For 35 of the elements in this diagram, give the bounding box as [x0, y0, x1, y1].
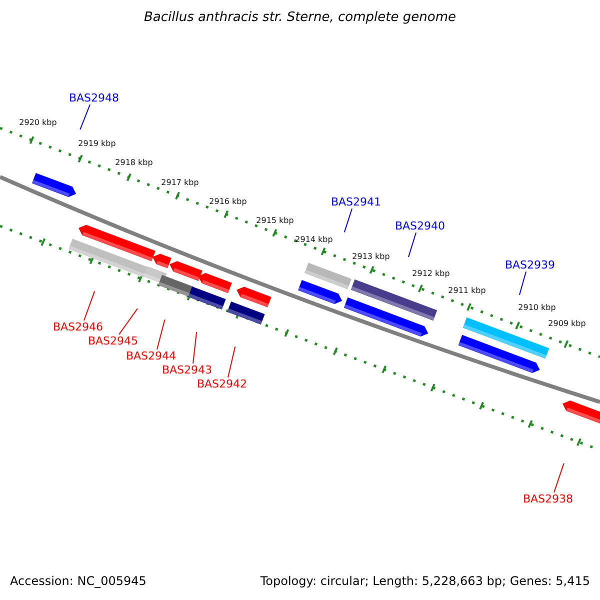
- tick-label: 2912 kbp: [412, 269, 450, 279]
- tick-label: 2917 kbp: [161, 178, 199, 188]
- tick-label: 2911 kbp: [448, 286, 486, 296]
- gene-label: BAS2941: [330, 195, 382, 209]
- tick-label: 2919 kbp: [78, 139, 116, 149]
- tick-label: 2913 kbp: [352, 252, 390, 262]
- genome-stats-text: Topology: circular; Length: 5,228,663 bp; Genes: 5,415: [260, 574, 590, 588]
- gene-label: BAS2945: [88, 334, 138, 348]
- gene-label: BAS2943: [162, 363, 212, 377]
- gene-label: BAS2948: [68, 91, 120, 105]
- gene-label: BAS2939: [504, 258, 556, 272]
- tick-label: 2909 kbp: [548, 319, 586, 329]
- gene-label: BAS2944: [126, 349, 176, 363]
- tick-label: 2916 kbp: [209, 197, 247, 207]
- tick-label: 2915 kbp: [256, 216, 294, 226]
- leader-line: [228, 346, 236, 378]
- leader-line: [118, 308, 138, 335]
- accession-text: Accession: NC_005945: [10, 574, 146, 588]
- tick-label: 2914 kbp: [295, 235, 333, 245]
- title: Bacillus anthracis str. Sterne, complete genome: [144, 10, 456, 26]
- leader-line: [192, 331, 198, 364]
- gene-label: BAS2946: [52, 320, 104, 334]
- tick-label: 2920 kbp: [19, 118, 57, 128]
- tick-label: 2918 kbp: [115, 158, 153, 168]
- leader-line: [518, 271, 526, 296]
- leader-line: [408, 232, 416, 258]
- leader-line: [344, 208, 352, 233]
- tick-label: 2910 kbp: [518, 303, 556, 313]
- leader-line: [554, 462, 564, 493]
- leader-line: [84, 290, 96, 321]
- gene-label: BAS2940: [394, 219, 446, 233]
- leader-line: [80, 104, 90, 130]
- gene-label: BAS2942: [196, 377, 248, 391]
- leader-line: [156, 319, 166, 350]
- gene-label: BAS2938: [522, 492, 574, 506]
